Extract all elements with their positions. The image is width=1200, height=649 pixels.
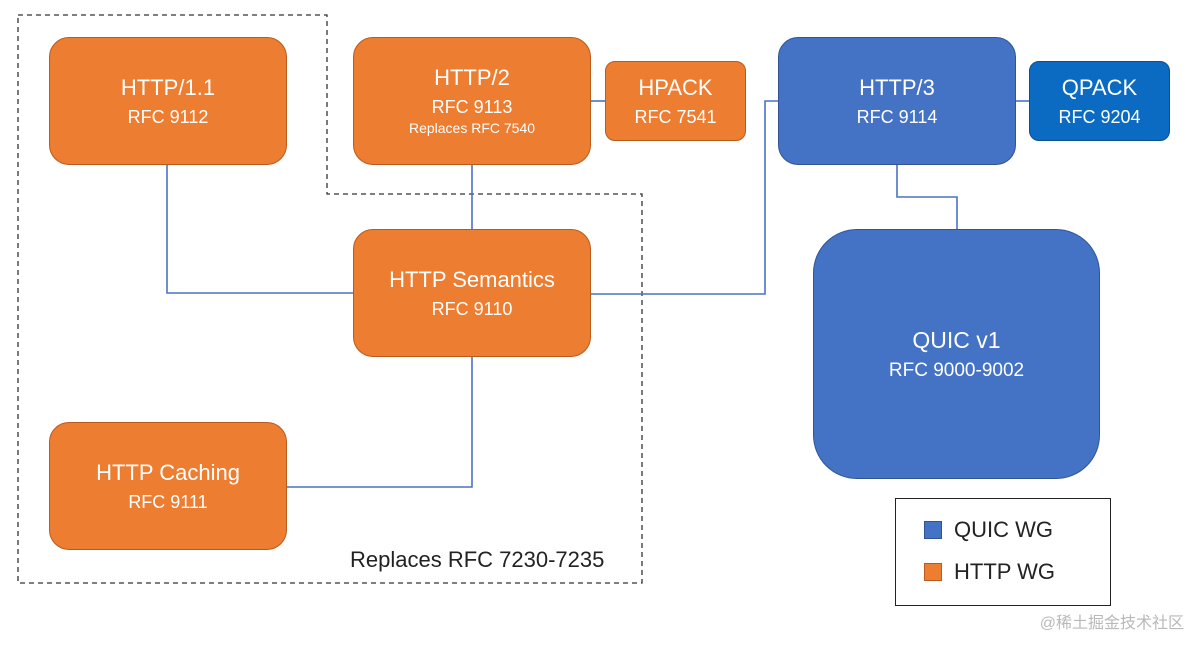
node-qpack-rfc: RFC 9204 (1058, 106, 1141, 127)
node-http-caching-rfc: RFC 9111 (128, 491, 208, 512)
watermark: @稀土掘金技术社区 (1039, 615, 1184, 632)
node-hpack-title: HPACK (638, 75, 713, 100)
legend-label-http-wg: HTTP WG (954, 559, 1056, 584)
legend-item-http-wg: HTTP WG (924, 559, 1055, 585)
node-hpack-rfc: RFC 7541 (634, 106, 717, 127)
node-http2-rfc: RFC 9113 (431, 96, 513, 117)
rfc-group-dashed-outline (17, 14, 643, 584)
node-http-caching: HTTP Caching RFC 9111 (49, 422, 287, 550)
legend: QUIC WG HTTP WG (895, 498, 1111, 606)
connector-http3-quic (896, 165, 958, 229)
node-http11: HTTP/1.1 RFC 9112 (49, 37, 287, 165)
node-http2-title: HTTP/2 (434, 65, 510, 91)
group-replaces-note: Replaces RFC 7230-7235 (350, 547, 605, 572)
node-http2-note: Replaces RFC 7540 (408, 120, 536, 137)
legend-swatch-quic-wg (924, 521, 942, 539)
node-http3: HTTP/3 RFC 9114 (778, 37, 1016, 165)
node-http11-title: HTTP/1.1 (120, 75, 216, 100)
node-quic-v1: QUIC v1 RFC 9000-9002 (813, 229, 1100, 479)
node-hpack: HPACK RFC 7541 (605, 61, 746, 141)
node-http-caching-title: HTTP Caching (96, 460, 240, 485)
legend-label-quic-wg: QUIC WG (954, 517, 1053, 542)
connector-semantics-http3 (591, 100, 778, 295)
node-http-semantics-rfc: RFC 9110 (431, 298, 513, 319)
connector-http11-semantics (166, 165, 353, 294)
node-quic-v1-rfc: RFC 9000-9002 (888, 359, 1025, 381)
node-http11-rfc: RFC 9112 (127, 106, 209, 127)
connector-caching-semantics (287, 357, 473, 488)
node-http-semantics-title: HTTP Semantics (389, 267, 555, 292)
node-http-semantics: HTTP Semantics RFC 9110 (353, 229, 591, 357)
legend-item-quic-wg: QUIC WG (924, 517, 1053, 543)
node-qpack: QPACK RFC 9204 (1029, 61, 1170, 141)
node-quic-v1-title: QUIC v1 (912, 326, 1001, 353)
legend-swatch-http-wg (924, 563, 942, 581)
node-http3-rfc: RFC 9114 (856, 106, 938, 127)
node-qpack-title: QPACK (1061, 75, 1138, 100)
node-http2: HTTP/2 RFC 9113 Replaces RFC 7540 (353, 37, 591, 165)
node-http3-title: HTTP/3 (859, 75, 935, 100)
